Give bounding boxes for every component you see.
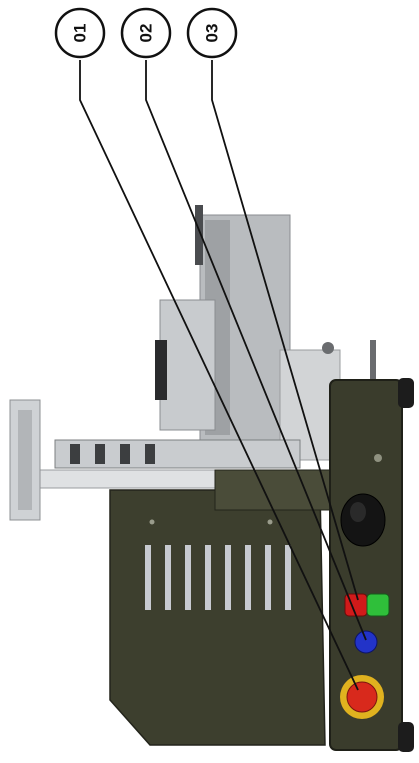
control-panel-box	[329, 379, 403, 751]
callout-02-label: 02	[137, 24, 156, 43]
adjust-rod	[195, 205, 203, 265]
callout-03-label: 03	[203, 24, 222, 43]
vent-6	[245, 545, 251, 610]
leader-01	[79, 60, 359, 691]
vent-5	[225, 545, 231, 610]
callout-01: 01	[54, 7, 106, 59]
vent-2	[165, 545, 171, 610]
top-hook-bar	[370, 340, 376, 380]
panel-foot-top	[398, 378, 414, 408]
red-green-indicator-buttons[interactable]	[344, 593, 390, 617]
vent-3	[185, 545, 191, 610]
blade-assembly	[9, 399, 301, 521]
head-side-plate	[159, 299, 216, 431]
end-handle-cap	[18, 410, 32, 510]
head-dark-strip	[155, 340, 167, 400]
blade-disc	[54, 439, 301, 469]
control-panel	[329, 378, 414, 752]
rotary-knob-highlight	[350, 502, 366, 522]
leader-03	[211, 60, 359, 601]
blade-stripe-3	[120, 444, 130, 464]
vent-7	[265, 545, 271, 610]
callout-03: 03	[186, 7, 238, 59]
body-main	[109, 489, 326, 746]
top-knob	[322, 342, 334, 354]
blade-stripe-2	[95, 444, 105, 464]
blue-push-button[interactable]	[354, 630, 378, 654]
vent-4	[205, 545, 211, 610]
callout-01-label: 01	[71, 24, 90, 43]
callout-02-circle	[120, 7, 172, 59]
panel-foot-bottom	[398, 722, 414, 752]
blade-stripe-4	[145, 444, 155, 464]
emergency-stop-button[interactable]	[340, 675, 384, 719]
rotary-knob	[340, 493, 386, 547]
vent-8	[285, 545, 291, 610]
callout-leaders	[79, 60, 367, 691]
machine-body	[109, 469, 336, 746]
vent-1	[145, 545, 151, 610]
body-top-ledge	[214, 469, 336, 511]
callout-02: 02	[120, 7, 172, 59]
blade-stripe-1	[70, 444, 80, 464]
panel-screw	[374, 454, 382, 462]
green-light-button[interactable]	[366, 593, 390, 617]
callout-03-circle	[186, 7, 238, 59]
body-screw-2	[267, 519, 273, 525]
leader-02	[145, 60, 367, 641]
body-screw	[149, 519, 155, 525]
emergency-stop-cap[interactable]	[346, 681, 378, 713]
callout-01-circle	[54, 7, 106, 59]
